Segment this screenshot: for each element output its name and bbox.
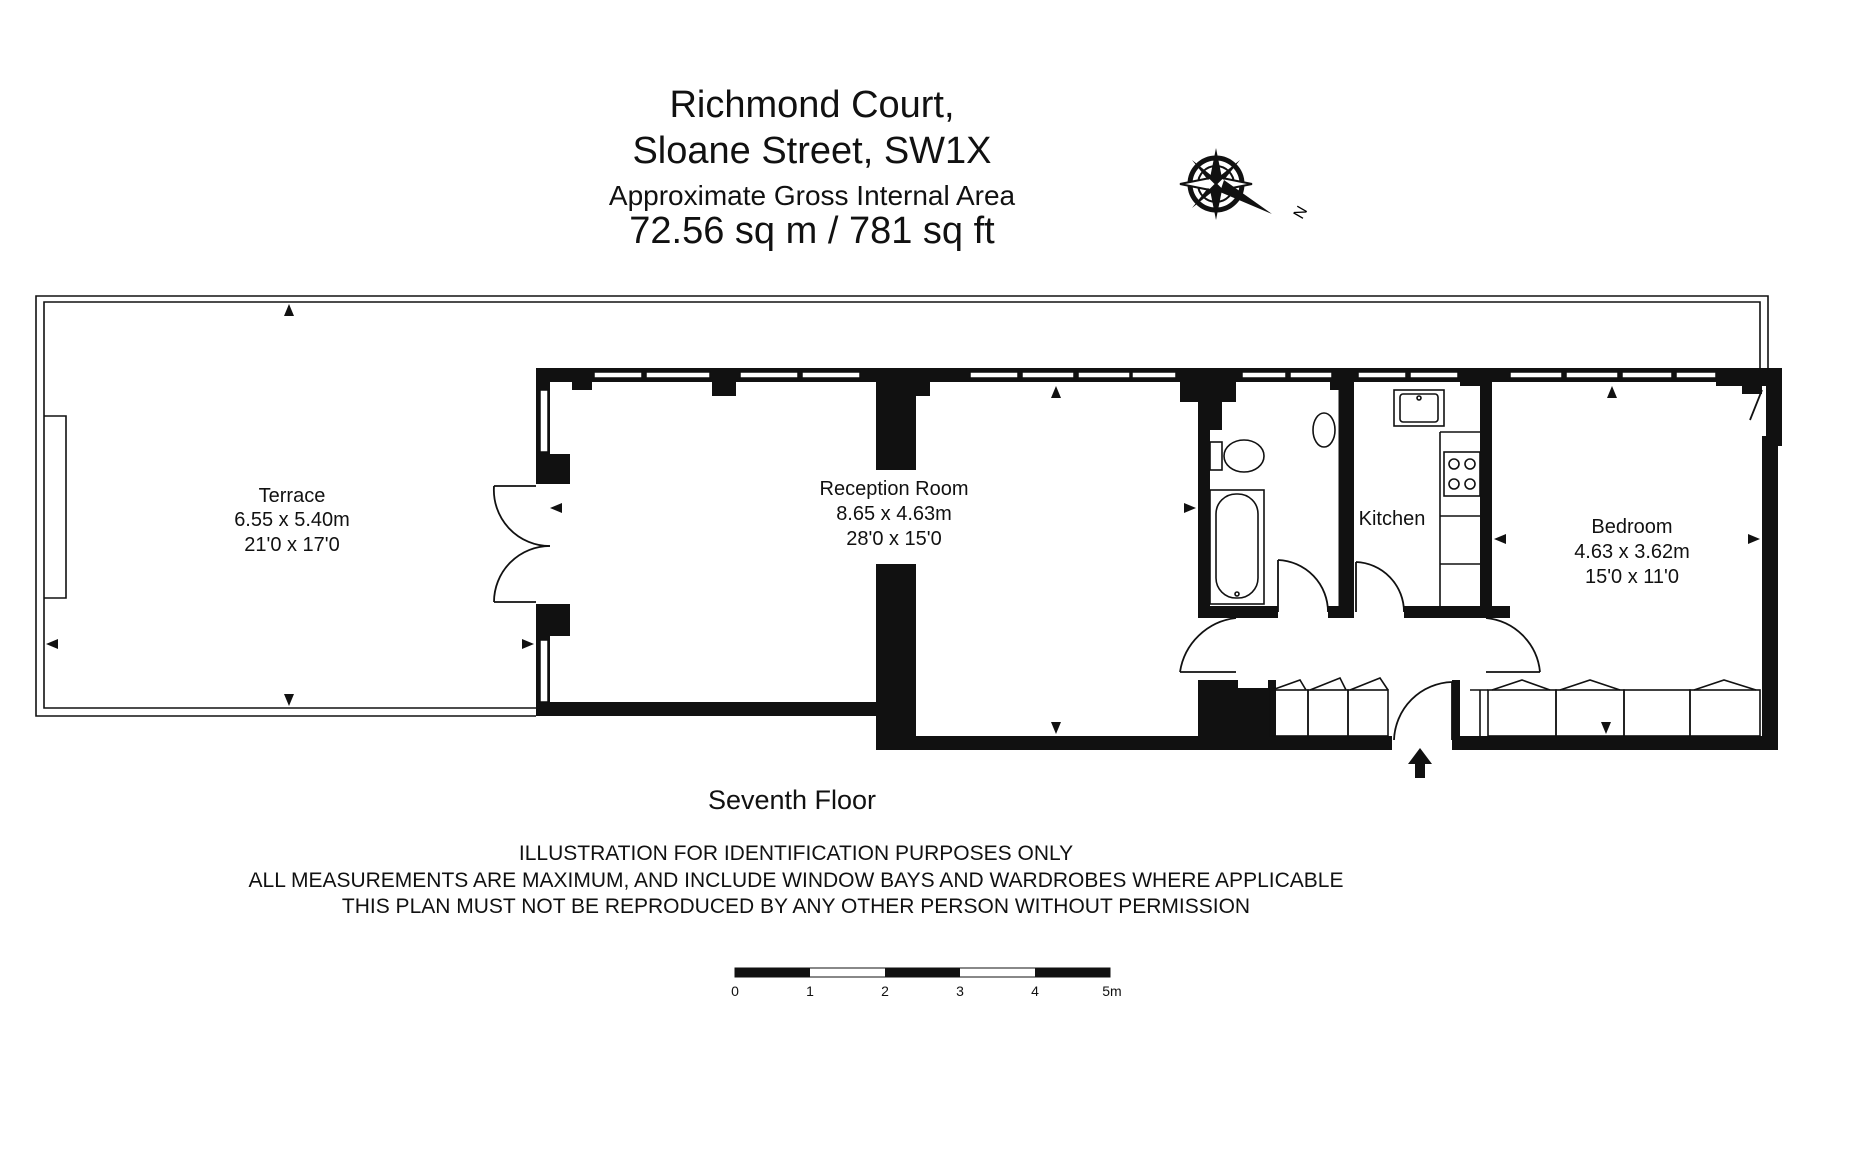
terrace-metric: 6.55 x 5.40m [234, 509, 350, 531]
scale-label-4: 4 [1031, 983, 1039, 999]
bedroom-name: Bedroom [1591, 516, 1672, 538]
scale-label-5: 5m [1102, 983, 1121, 999]
bedroom-imperial: 15'0 x 11'0 [1585, 566, 1679, 588]
windows [539, 371, 1717, 703]
bathroom-fixtures [1209, 412, 1336, 605]
scale-label-0: 0 [731, 983, 739, 999]
toilet-icon [1223, 439, 1265, 473]
bedroom-metric: 4.63 x 3.62m [1574, 541, 1690, 563]
kitchen-fixtures [1393, 389, 1481, 606]
wardrobes [1269, 676, 1761, 737]
scale-label-3: 3 [956, 983, 964, 999]
entrance-arrow-icon [1408, 748, 1432, 778]
reception-imperial: 28'0 x 15'0 [846, 528, 942, 550]
scale-bar: 0 1 2 3 4 5m [731, 967, 1122, 999]
reception-metric: 8.65 x 4.63m [836, 503, 952, 525]
dimension-arrows [46, 304, 1760, 734]
building-name: Richmond Court, [669, 84, 955, 126]
scale-label-2: 2 [881, 983, 889, 999]
room-labels: Terrace 6.55 x 5.40m 21'0 x 17'0 Recepti… [234, 478, 1690, 588]
sink-icon [1399, 393, 1439, 423]
area-value: 72.56 sq m / 781 sq ft [629, 210, 995, 252]
area-label: Approximate Gross Internal Area [608, 180, 1016, 211]
doors [492, 389, 1763, 741]
compass-north-label: N [1291, 203, 1312, 222]
basin-icon [1312, 412, 1336, 448]
street-address: Sloane Street, SW1X [632, 130, 992, 172]
floor-label: Seventh Floor [707, 785, 877, 815]
terrace-outline [35, 295, 1769, 717]
terrace-name: Terrace [259, 485, 326, 507]
kitchen-name: Kitchen [1359, 508, 1426, 530]
hob-icon [1443, 451, 1481, 497]
reception-name: Reception Room [820, 478, 969, 500]
disclaimer-line-2: ALL MEASUREMENTS ARE MAXIMUM, AND INCLUD… [248, 869, 1344, 892]
disclaimer-line-1: ILLUSTRATION FOR IDENTIFICATION PURPOSES… [518, 842, 1074, 865]
scale-label-1: 1 [806, 983, 814, 999]
compass-rose-icon: N [1179, 148, 1312, 222]
terrace-imperial: 21'0 x 17'0 [244, 534, 340, 556]
disclaimer-line-3: THIS PLAN MUST NOT BE REPRODUCED BY ANY … [341, 895, 1251, 918]
